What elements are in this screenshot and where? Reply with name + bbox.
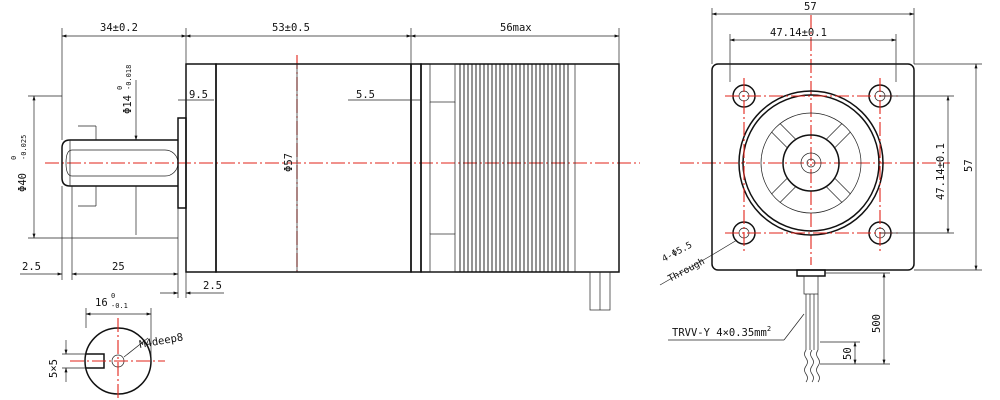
gearbox-body (185, 63, 422, 273)
dim-50: 50 (842, 347, 854, 360)
svg-text:0: 0 (116, 86, 124, 90)
side-view: 34±0.2 53±0.5 56max 9.5 5.5 Φ14 0 -0.018… (10, 22, 640, 400)
dim-25: 25 (112, 261, 125, 273)
dim-phi40-tol-upper: 0 (10, 156, 18, 160)
hub-spoke-edge (771, 131, 788, 148)
lead-length-dimensions: 500 50 (820, 272, 890, 365)
svg-text:0: 0 (10, 156, 18, 160)
body-diameter-callout: Φ57 (283, 153, 295, 172)
hub-spoke-edge (771, 178, 788, 195)
note-m4deep8: M4deep8 (138, 331, 184, 351)
cable-spec: TRVV-Y 4×0.35mm2 (672, 325, 771, 339)
dim-2-5-flange: 2.5 (203, 280, 222, 292)
front-right-dimensions: 47.14±0.1 57 (880, 63, 982, 271)
front-view: 57 47.14±0.1 47.14±0.1 57 4-Φ5.5 Through (659, 1, 982, 383)
dim-phi14-tol-upper: 0 (116, 86, 124, 90)
cooling-fins (459, 64, 576, 272)
dim-57-height: 57 (963, 159, 975, 172)
mounting-holes (725, 78, 900, 252)
side-bottom-dimensions: 2.5 25 2.5 (20, 186, 224, 298)
dim-57-width: 57 (804, 1, 817, 13)
dim-9-5: 9.5 (189, 89, 208, 101)
dim-phi14: Φ14 (122, 95, 134, 114)
hub-spoke-edge (826, 186, 843, 203)
dim-phi40: Φ40 (17, 173, 29, 192)
shaft-diameter-callout: Φ14 0 -0.018 (116, 65, 138, 235)
dim-500: 500 (871, 314, 883, 333)
hub-spokes (771, 123, 851, 203)
dim-34: 34±0.2 (100, 22, 138, 34)
dim-5x5: 5×5 (48, 359, 60, 378)
svg-text:-0.025: -0.025 (20, 135, 28, 160)
dim-16: 16 (95, 297, 108, 309)
motor-frame (711, 63, 915, 271)
lead-cable (796, 269, 826, 383)
cable-spec-sup: 2 (767, 325, 771, 333)
dim-47-14-v: 47.14±0.1 (935, 143, 947, 200)
hub-spoke-edge (779, 186, 796, 203)
note-4-phi5-5: 4-Φ5.5 (661, 241, 694, 265)
dim-phi57: Φ57 (283, 153, 295, 172)
dim-5-5: 5.5 (356, 89, 375, 101)
shaft-cross-section: 16 0 -0.1 M4deep8 5×5 (48, 292, 184, 400)
dim-16-tol-lower: -0.1 (111, 302, 128, 310)
dim-53: 53±0.5 (272, 22, 310, 34)
dim-47-14-h: 47.14±0.1 (770, 27, 827, 39)
hub-spoke-edge (834, 131, 851, 148)
dim-phi40-tol-lower: -0.025 (20, 135, 28, 160)
side-top-dimensions: 34±0.2 53±0.5 56max (61, 22, 620, 140)
output-shaft (61, 139, 179, 187)
hub-spoke-edge (826, 123, 843, 140)
dim-16-tol-upper: 0 (111, 292, 115, 300)
front-top-dimensions: 57 47.14±0.1 (711, 1, 915, 82)
stepper-motor (420, 63, 620, 311)
dim-56max: 56max (500, 22, 532, 34)
svg-text:-0.018: -0.018 (125, 65, 133, 90)
pilot-diameter-callout: Φ40 0 -0.025 (10, 95, 178, 239)
dim-phi14-tol-lower: -0.018 (125, 65, 133, 90)
hub-spoke-edge (834, 178, 851, 195)
side-step-dimensions: 9.5 5.5 (178, 89, 421, 101)
mount-hole-note: 4-Φ5.5 Through (659, 239, 738, 286)
dim-2-5-left: 2.5 (22, 261, 41, 273)
cable-spec-callout: TRVV-Y 4×0.35mm2 (668, 313, 805, 341)
hub-spoke-edge (779, 123, 796, 140)
